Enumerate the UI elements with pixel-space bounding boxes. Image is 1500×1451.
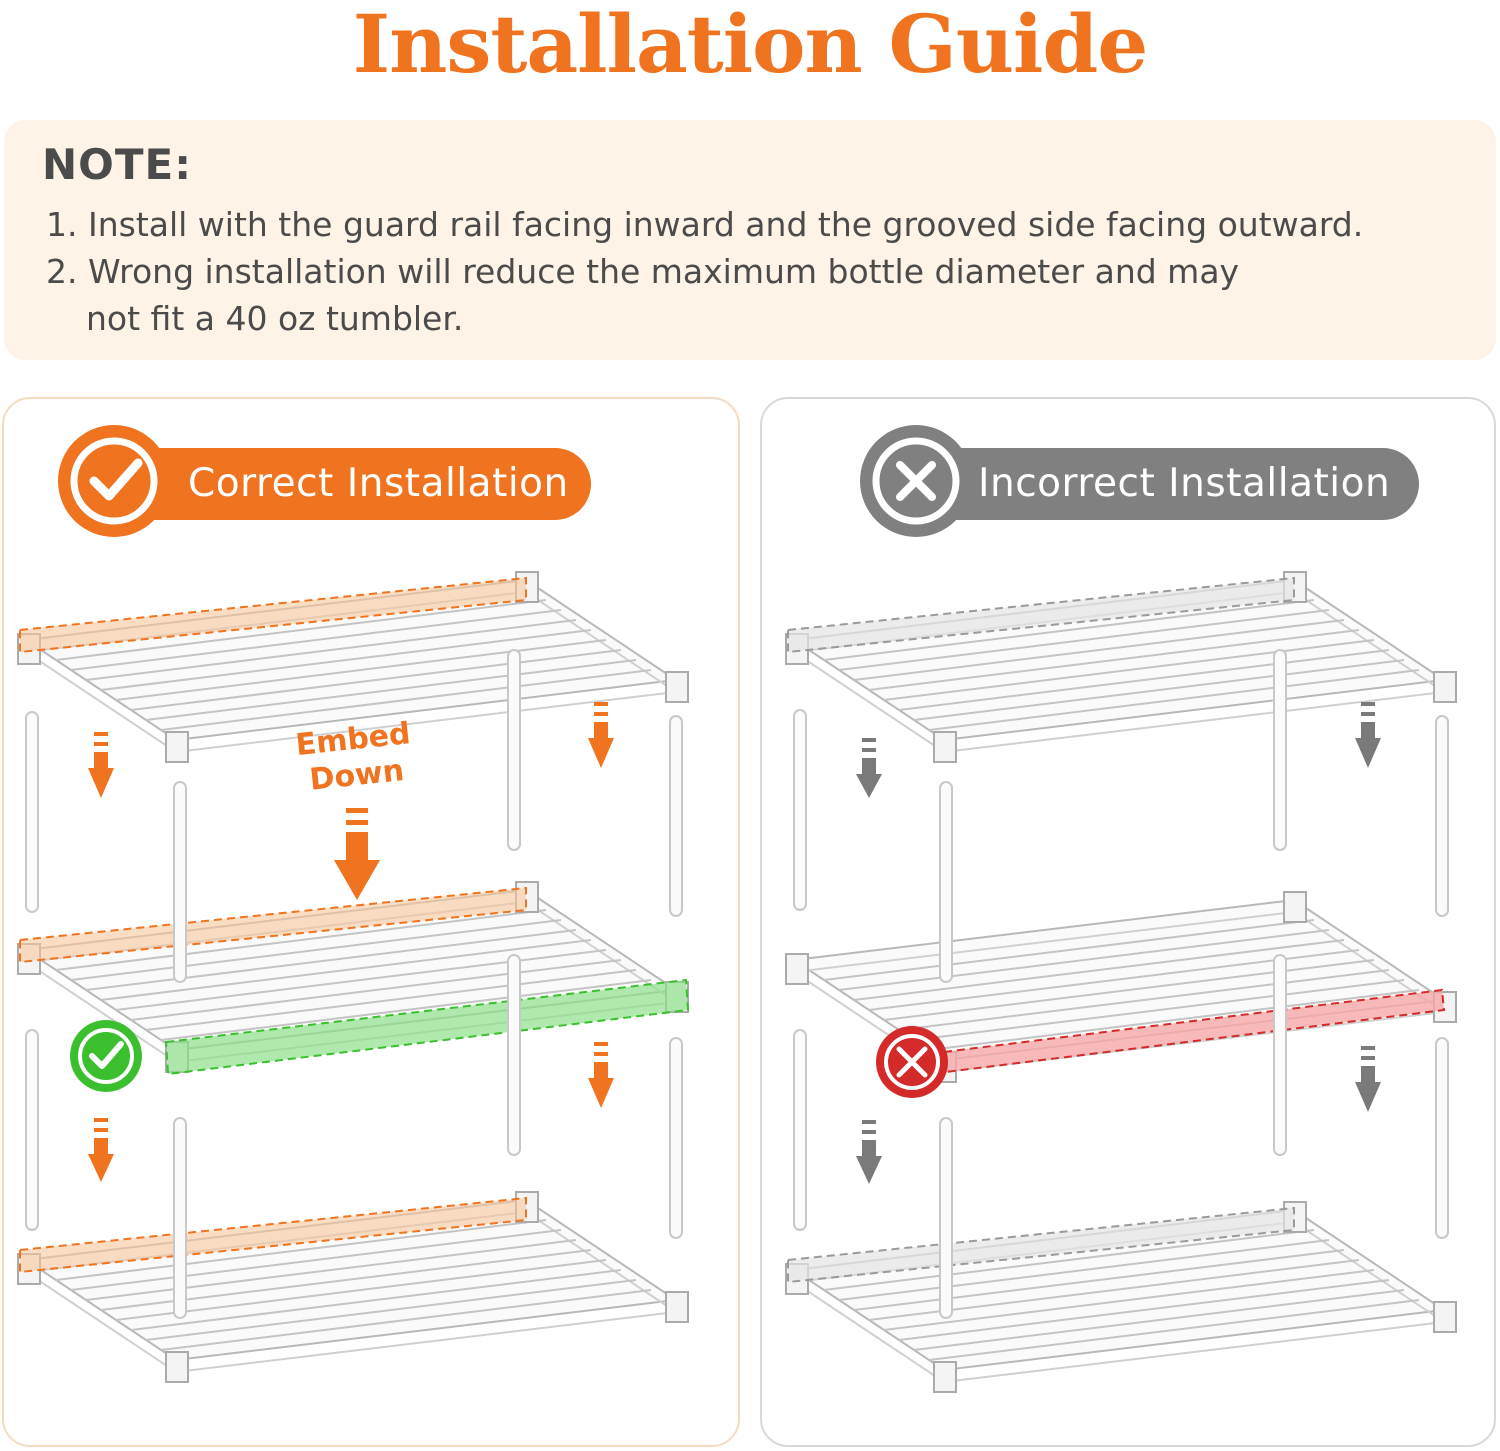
check-circle-icon: [58, 425, 170, 537]
bottom-shelf-incorrect: [785, 1201, 1457, 1393]
note-heading: NOTE:: [42, 140, 192, 189]
top-shelf-correct: [17, 571, 689, 763]
top-shelf-incorrect: [785, 571, 1457, 763]
note-line-1: 1. Install with the guard rail facing in…: [46, 205, 1364, 244]
green-check-icon: [70, 1020, 142, 1092]
note-line-3: not fit a 40 oz tumbler.: [86, 299, 464, 338]
middle-shelf-correct: [17, 881, 690, 1076]
embed-down-label: Embed Down: [287, 715, 424, 800]
page-title: Installation Guide: [352, 0, 1148, 91]
x-circle-icon: [860, 425, 972, 537]
red-x-icon: [876, 1026, 948, 1098]
down-arrows-incorrect: [856, 702, 1381, 1184]
down-arrows-correct: [88, 702, 614, 1182]
bottom-shelf-correct: [17, 1191, 689, 1383]
note-line-2: 2. Wrong installation will reduce the ma…: [46, 252, 1240, 291]
note-box: [4, 120, 1496, 360]
